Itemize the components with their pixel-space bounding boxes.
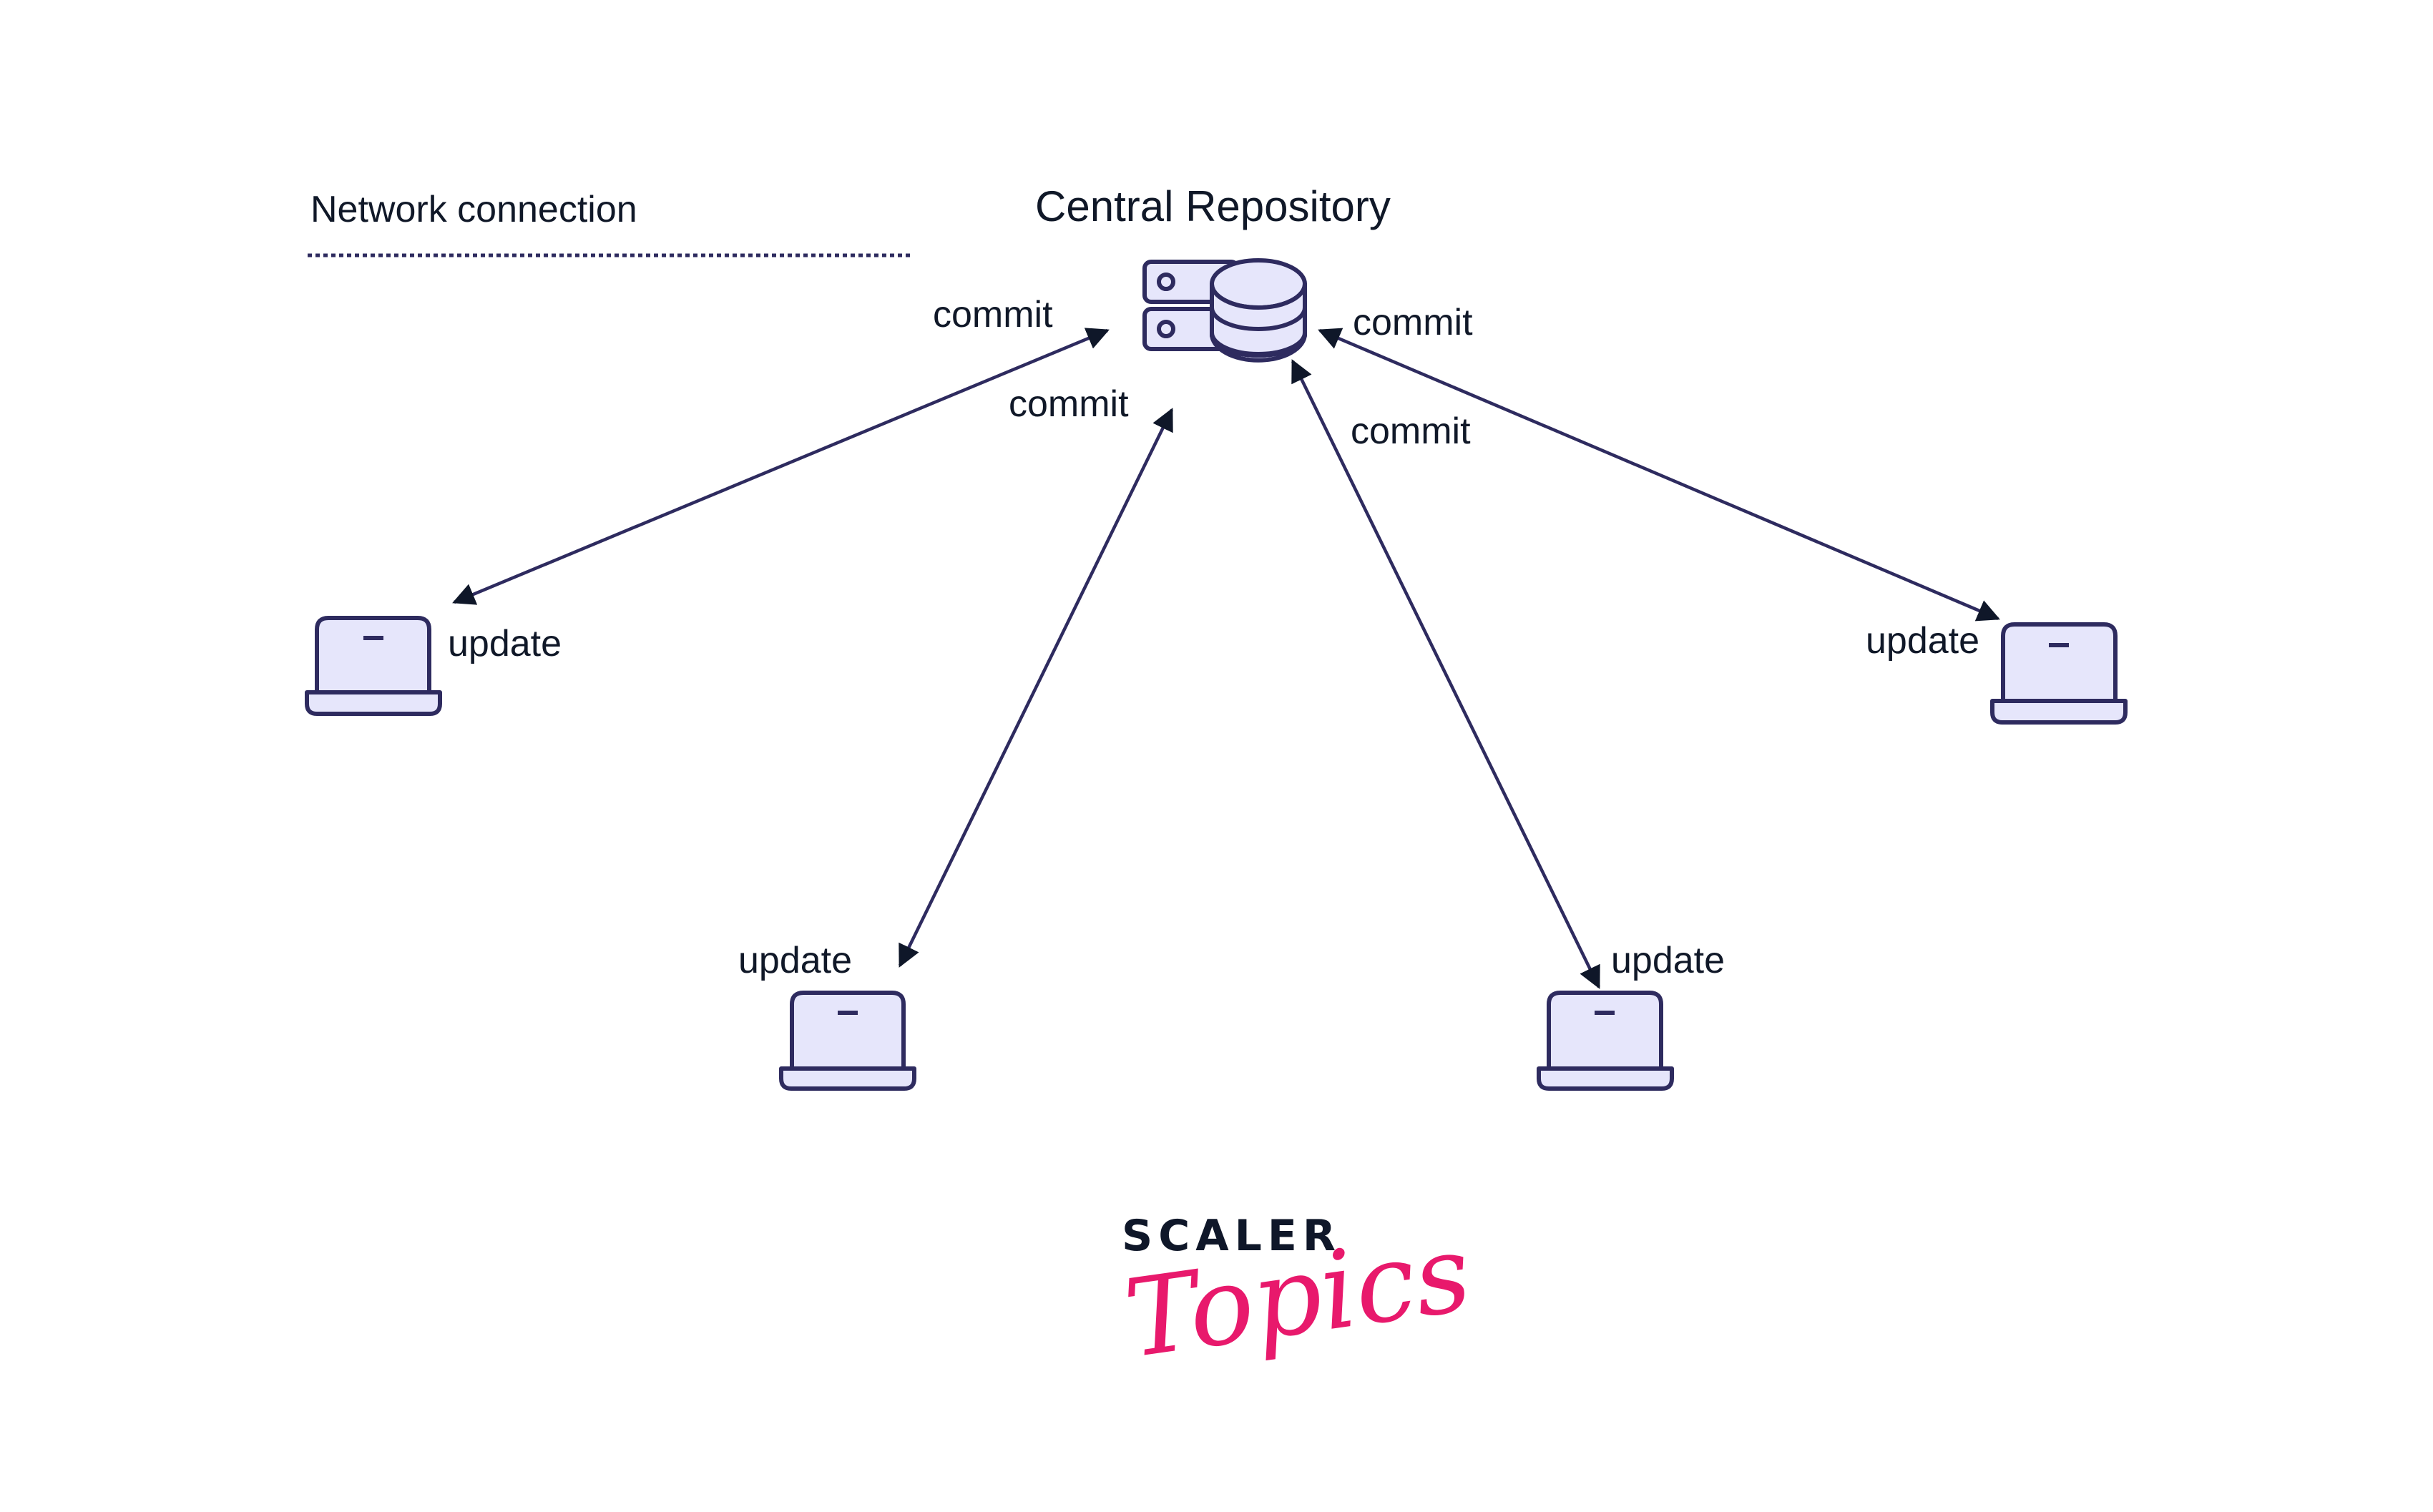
connection-bottom-right bbox=[1291, 359, 1601, 989]
commit-labels: commit commit commit commit bbox=[933, 294, 1473, 452]
commit-label-center-right: commit bbox=[1351, 411, 1471, 452]
connection-left bbox=[452, 328, 1110, 605]
update-label-right: update bbox=[1866, 620, 1979, 662]
connections bbox=[452, 328, 2000, 989]
commit-label-center-left: commit bbox=[1009, 383, 1129, 425]
client-bottom-right: update bbox=[1537, 940, 1725, 1091]
logo-scaler-text: SCALER bbox=[1122, 1211, 1341, 1261]
client-bottom-left: update bbox=[738, 940, 916, 1091]
update-label-bottom-left: update bbox=[738, 940, 852, 981]
commit-label-left: commit bbox=[933, 294, 1053, 335]
client-left: update bbox=[305, 616, 562, 716]
central-repository: Central Repository bbox=[1035, 182, 1391, 363]
repository-title: Central Repository bbox=[1035, 182, 1391, 230]
update-label-bottom-right: update bbox=[1611, 940, 1725, 981]
laptop-icon bbox=[1990, 622, 2128, 725]
scaler-topics-logo: SCALER Topics bbox=[1118, 1211, 1478, 1383]
connection-right bbox=[1318, 328, 2000, 622]
commit-label-right: commit bbox=[1353, 302, 1473, 343]
laptop-icon bbox=[1537, 991, 1674, 1091]
legend: Network connection bbox=[308, 189, 910, 257]
client-right: update bbox=[1866, 620, 2128, 725]
connection-bottom-left bbox=[898, 408, 1174, 968]
legend-label: Network connection bbox=[310, 189, 637, 230]
laptop-icon bbox=[305, 616, 442, 716]
laptop-icon bbox=[779, 991, 916, 1091]
update-label-left: update bbox=[448, 623, 562, 664]
database-server-icon bbox=[1142, 258, 1307, 363]
